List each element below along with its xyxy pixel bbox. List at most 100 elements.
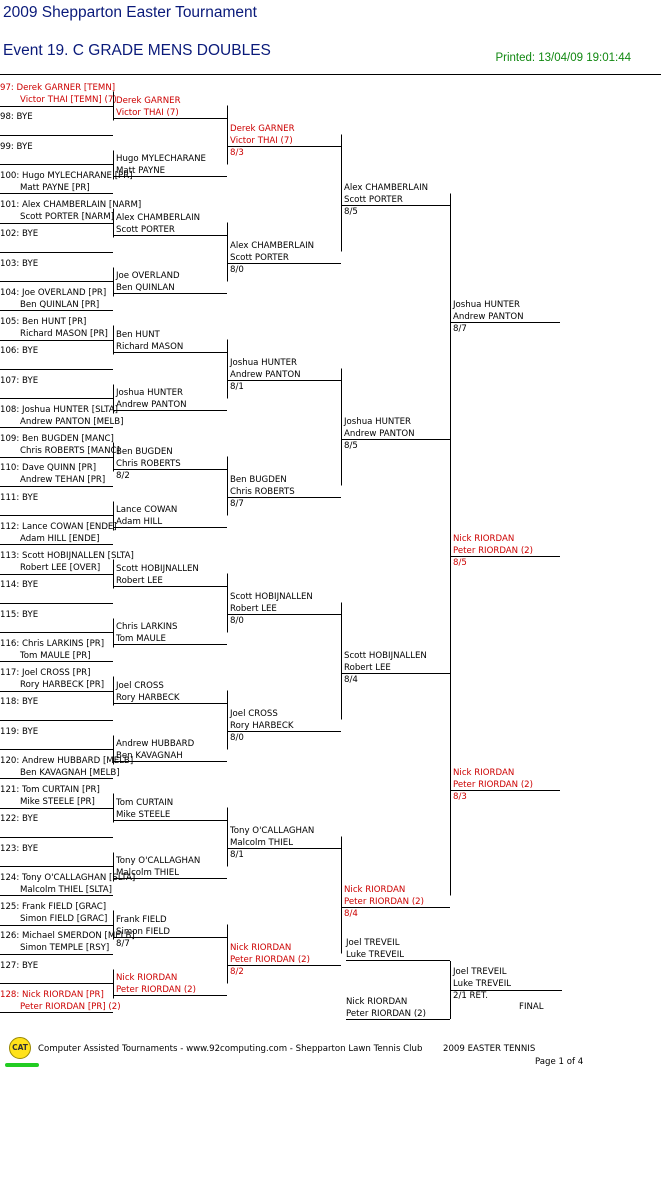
entry-name-1: 98: BYE [0,112,33,123]
team-name-1: Tony O'CALLAGHAN [116,856,201,867]
entry-name-2: Malcolm THIEL [SLTA] [20,884,112,895]
entry-name-2: Tom MAULE [PR] [20,650,91,661]
entry-name-1: 128: Nick RIORDAN [PR] [0,989,104,1000]
team-name-2: Peter RIORDAN (2) [116,985,197,996]
match-score: 8/0 [230,733,244,744]
match-score: 8/7 [116,938,130,949]
match-score: 8/4 [344,674,358,685]
team-name-1: Joel CROSS [116,680,164,691]
entry-name-1: 125: Frank FIELD [GRAC] [0,902,107,912]
team-name-2: Peter RIORDAN (2) [344,896,425,907]
match-score: 8/3 [230,148,244,159]
entry-name-1: 99: BYE [0,141,33,152]
team-name-1: Nick RIORDAN [453,767,515,778]
final-bottom-name-1: Nick RIORDAN [346,997,408,1007]
entry-name-2: Scott PORTER [NARM] [20,212,114,222]
entry-name-2: Peter RIORDAN [PR] (2) [20,1001,121,1012]
match-score: 8/5 [344,440,358,451]
match-score: 8/7 [453,323,467,334]
entry-name-1: 103: BYE [0,258,39,269]
footer-event: 2009 EASTER TENNIS [443,1044,536,1054]
final-score: 2/1 RET. [453,991,488,1001]
team-name-2: Robert LEE [116,575,163,586]
team-name-2: Rory HARBECK [230,721,294,732]
match-score: 8/1 [230,850,244,861]
entry-name-1: 101: Alex CHAMBERLAIN [NARM] [0,200,142,210]
logo-underline [5,1063,39,1067]
team-name-2: Andrew PANTON [453,311,524,322]
team-name-2: Scott PORTER [230,253,289,264]
team-name-2: Ben KAVAGNAH [116,751,183,762]
entry-name-1: 120: Andrew HUBBARD [MELB] [0,755,134,766]
team-name-2: Tom MAULE [116,634,166,645]
team-name-1: Nick RIORDAN [230,943,292,954]
entry-name-1: 97: Derek GARNER [TEMN] [0,83,116,93]
team-name-1: Andrew HUBBARD [116,739,195,750]
entry-name-1: 110: Dave QUINN [PR] [0,463,97,474]
entry-name-2: Adam HILL [ENDE] [20,533,100,544]
final-label: FINAL [519,1002,544,1012]
team-name-2: Simon FIELD [116,926,170,937]
match-score: 8/0 [230,265,244,276]
team-name-2: Matt PAYNE [116,166,166,177]
match-score: 8/0 [230,616,244,627]
event-title: Event 19. C GRADE MENS DOUBLES [3,42,271,59]
match-score: 8/3 [453,791,467,802]
team-name-1: Hugo MYLECHARANE [116,154,206,165]
match-score: 8/5 [453,557,467,568]
team-name-2: Chris ROBERTS [116,458,181,469]
entry-name-1: 127: BYE [0,960,39,971]
entry-name-1: 122: BYE [0,814,39,825]
team-name-1: Tony O'CALLAGHAN [230,826,315,837]
entry-name-1: 114: BYE [0,580,39,591]
entry-name-2: Victor THAI [TEMN] (7) [20,95,117,105]
entry-name-2: Andrew TEHAN [PR] [20,475,106,486]
entry-name-2: Andrew PANTON [MELB] [20,416,124,427]
entry-name-1: 115: BYE [0,609,39,620]
team-name-2: Mike STEELE [116,809,171,820]
team-name-2: Ben QUINLAN [116,283,175,294]
team-name-1: Ben BUGDEN [230,475,287,486]
team-name-1: Joel CROSS [230,709,278,720]
team-name-1: Derek GARNER [230,124,295,135]
match-score: 8/1 [230,382,244,393]
team-name-1: Joe OVERLAND [116,271,180,282]
team-name-1: Chris LARKINS [116,622,178,633]
entry-name-2: Simon TEMPLE [RSY] [20,943,110,954]
entry-name-1: 126: Michael SMERDON [MELB] [0,931,135,942]
team-name-2: Victor THAI (7) [116,107,179,118]
match-score: 8/2 [230,967,244,978]
team-name-1: Alex CHAMBERLAIN [230,241,315,252]
entry-name-2: Mike STEELE [PR] [20,797,95,807]
team-name-1: Lance COWAN [116,505,178,516]
entry-name-1: 112: Lance COWAN [ENDE] [0,521,117,532]
team-name-2: Robert LEE [230,604,277,615]
team-name-1: Alex CHAMBERLAIN [344,182,429,193]
entry-name-1: 119: BYE [0,726,39,737]
match-score: 8/7 [230,499,244,510]
entry-name-1: 109: Ben BUGDEN [MANC] [0,434,114,444]
entry-name-2: Chris ROBERTS [MANC] [20,446,120,456]
entry-name-1: 121: Tom CURTAIN [PR] [0,785,100,795]
team-name-1: Ben BUGDEN [116,446,173,457]
team-name-2: Malcolm THIEL [116,868,180,879]
team-name-1: Nick RIORDAN [453,533,515,544]
entry-name-2: Rory HARBECK [PR] [20,680,105,690]
team-name-1: Scott HOBIJNALLEN [344,650,427,661]
entry-name-1: 124: Tony O'CALLAGHAN [SLTA] [0,872,136,883]
team-name-1: Joshua HUNTER [453,299,520,310]
tournament-title: 2009 Shepparton Easter Tournament [3,4,257,21]
team-name-1: Joshua HUNTER [344,416,411,427]
entry-name-1: 106: BYE [0,346,39,357]
page-number: Page 1 of 4 [535,1057,584,1067]
champion-name-2: Luke TREVEIL [453,979,512,989]
team-name-1: Joshua HUNTER [230,358,297,369]
printed-timestamp: Printed: 13/04/09 19:01:44 [495,52,631,64]
entry-name-1: 105: Ben HUNT [PR] [0,317,87,327]
team-name-1: Nick RIORDAN [116,973,178,984]
team-name-1: Joshua HUNTER [116,388,183,399]
team-name-2: Andrew PANTON [344,428,415,439]
team-name-2: Peter RIORDAN (2) [230,955,311,966]
